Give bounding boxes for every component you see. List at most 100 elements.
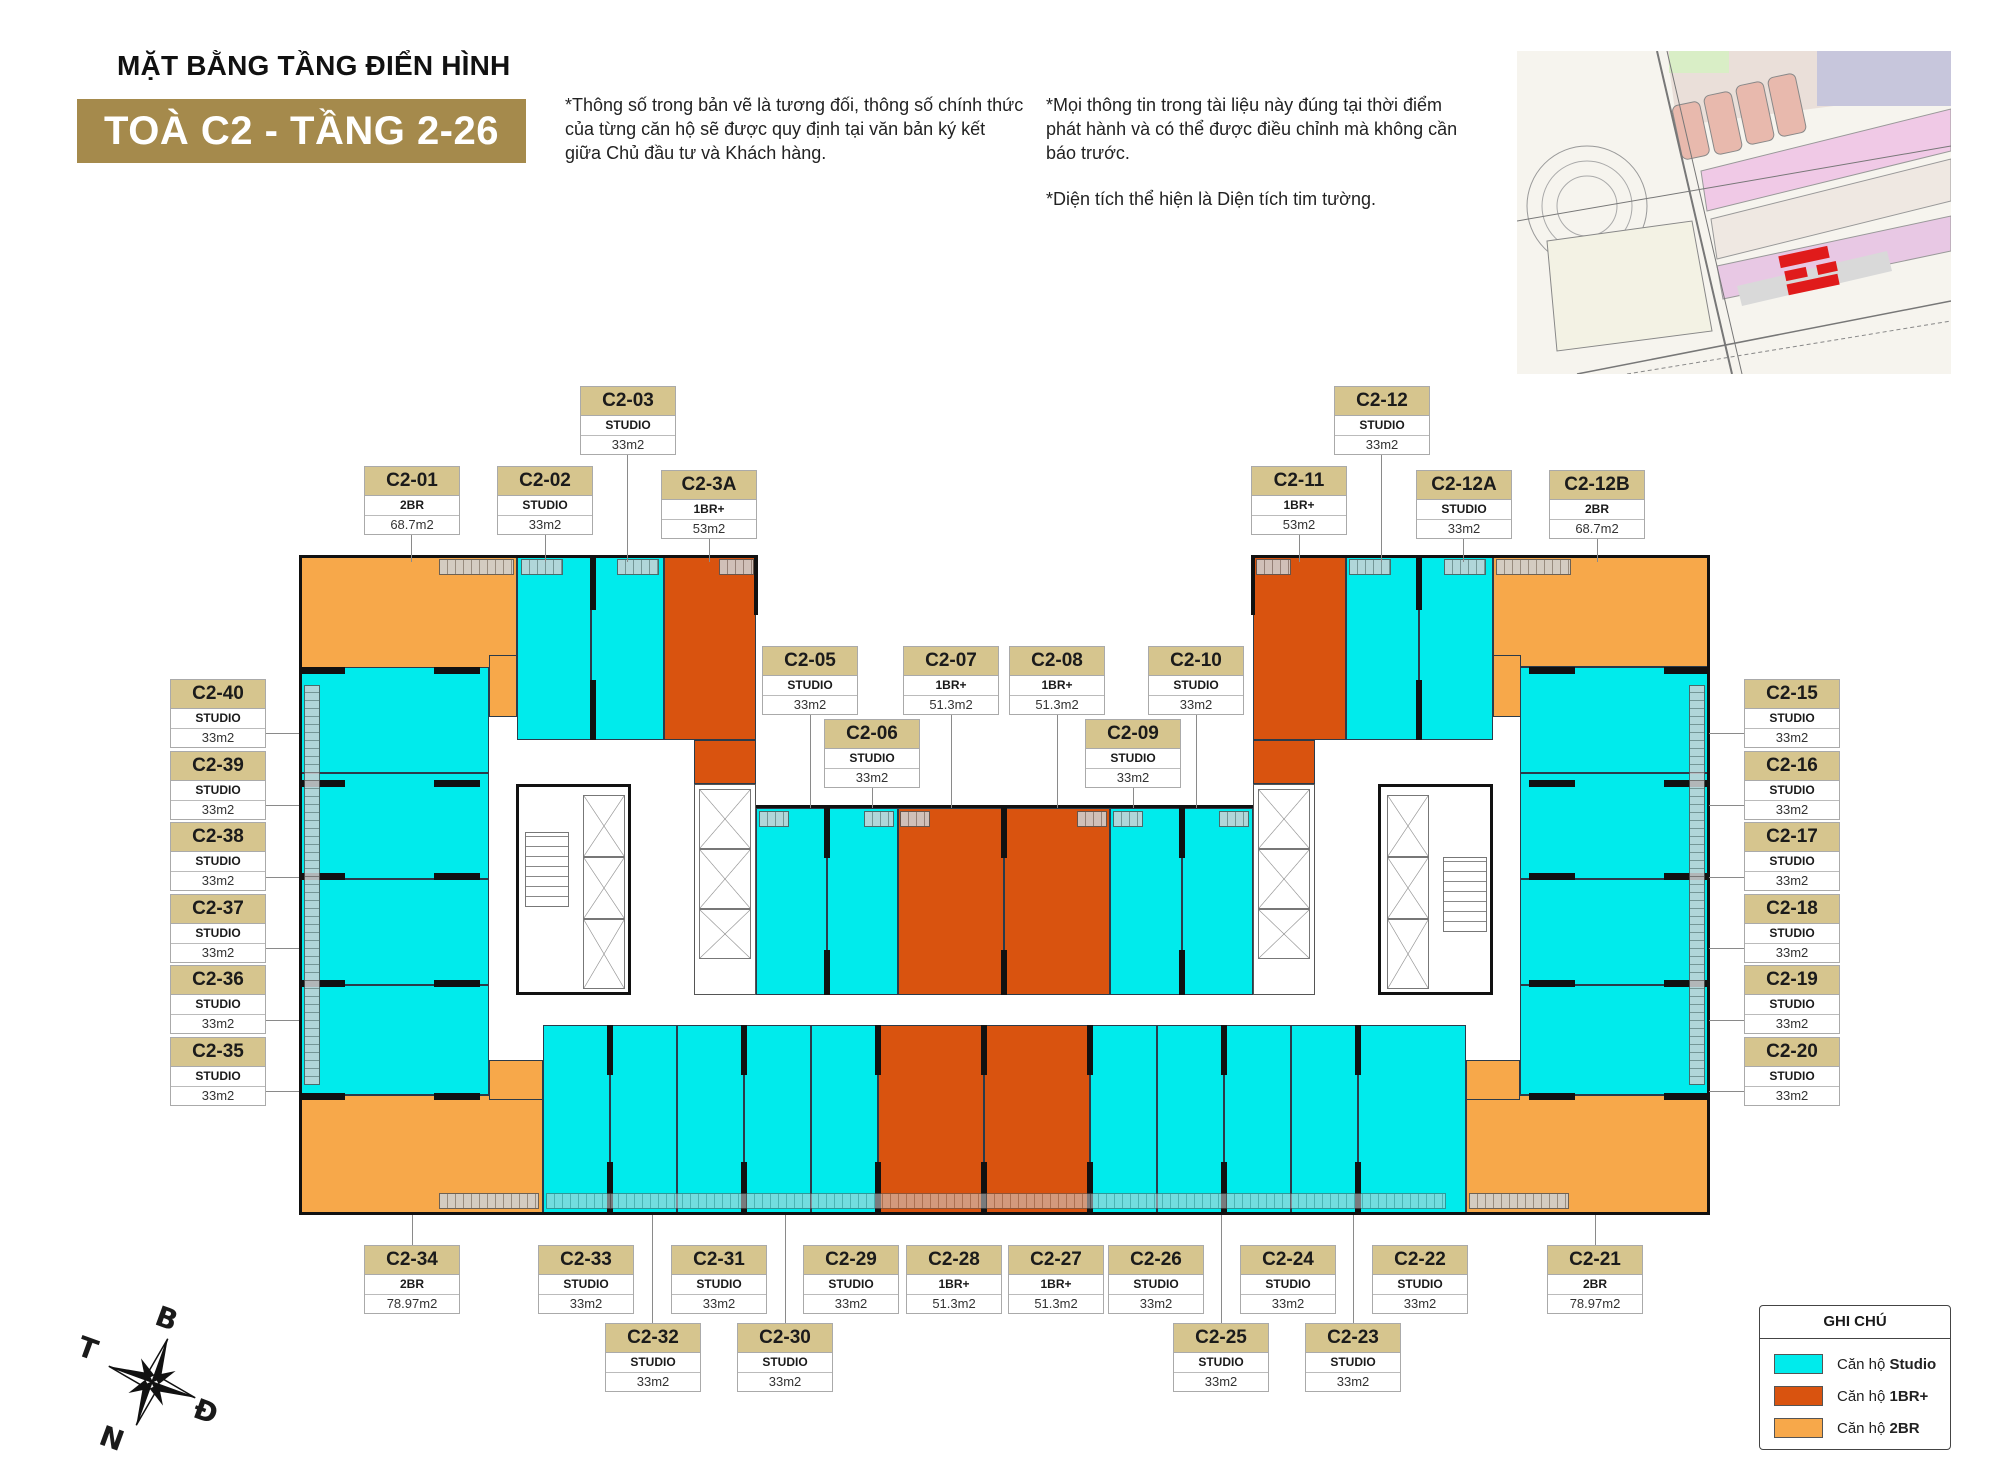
unit-label-c2-33[interactable]: C2-33 STUDIO 33m2 xyxy=(538,1245,634,1314)
unit-c2-35-36-studio[interactable] xyxy=(299,985,489,1095)
unit-area: 53m2 xyxy=(1282,517,1316,532)
unit-c2-28-1br[interactable] xyxy=(878,1025,984,1215)
leader-line xyxy=(627,445,628,562)
balcony xyxy=(1349,559,1391,575)
leader-line xyxy=(1221,1215,1222,1330)
leader-line xyxy=(1133,785,1134,808)
partition xyxy=(1529,873,1575,880)
unit-code: C2-10 xyxy=(1149,647,1243,676)
unit-type: 1BR+ xyxy=(904,676,998,696)
disclaimer-note-right: *Mọi thông tin trong tài liệu này đúng t… xyxy=(1046,93,1476,233)
unit-area: 33m2 xyxy=(1775,945,1809,960)
unit-c2-02-studio[interactable] xyxy=(517,555,591,740)
unit-label-c2-34[interactable]: C2-34 2BR 78.97m2 xyxy=(364,1245,460,1314)
unit-c2-29-studio[interactable] xyxy=(811,1025,878,1215)
unit-c2-22-studio[interactable] xyxy=(1358,1025,1466,1215)
unit-label-c2-17[interactable]: C2-17 STUDIO 33m2 xyxy=(1744,822,1840,891)
unit-label-c2-37[interactable]: C2-37 STUDIO 33m2 xyxy=(170,894,266,963)
unit-c2-10-studio[interactable] xyxy=(1182,808,1253,995)
unit-c2-38-studio[interactable] xyxy=(299,879,489,985)
unit-label-c2-12b[interactable]: C2-12B 2BR 68.7m2 xyxy=(1549,470,1645,539)
unit-label-c2-39[interactable]: C2-39 STUDIO 33m2 xyxy=(170,751,266,820)
balcony xyxy=(439,559,514,575)
unit-label-c2-23[interactable]: C2-23 STUDIO 33m2 xyxy=(1305,1323,1401,1392)
unit-c2-05-studio[interactable] xyxy=(756,808,827,995)
unit-c2-12-studio[interactable] xyxy=(1346,555,1419,740)
unit-c2-31-studio[interactable] xyxy=(677,1025,744,1215)
unit-c2-01-2br[interactable] xyxy=(299,555,517,685)
unit-code: C2-19 xyxy=(1745,966,1839,995)
unit-area: 33m2 xyxy=(793,697,827,712)
unit-label-c2-26[interactable]: C2-26 STUDIO 33m2 xyxy=(1108,1245,1204,1314)
unit-label-c2-18[interactable]: C2-18 STUDIO 33m2 xyxy=(1744,894,1840,963)
unit-c2-30-studio[interactable] xyxy=(744,1025,811,1215)
unit-label-c2-16[interactable]: C2-16 STUDIO 33m2 xyxy=(1744,751,1840,820)
unit-label-c2-02[interactable]: C2-02 STUDIO 33m2 xyxy=(497,466,593,535)
unit-label-c2-38[interactable]: C2-38 STUDIO 33m2 xyxy=(170,822,266,891)
unit-type: STUDIO xyxy=(1373,1275,1467,1295)
unit-c2-09-studio[interactable] xyxy=(1110,808,1182,995)
unit-label-c2-30[interactable]: C2-30 STUDIO 33m2 xyxy=(737,1323,833,1392)
unit-c2-12a-studio[interactable] xyxy=(1419,555,1493,740)
unit-label-c2-11[interactable]: C2-11 1BR+ 53m2 xyxy=(1251,466,1347,535)
unit-label-c2-27[interactable]: C2-27 1BR+ 51.3m2 xyxy=(1008,1245,1104,1314)
unit-c2-18-studio[interactable] xyxy=(1520,879,1710,985)
unit-c2-26-studio[interactable] xyxy=(1090,1025,1157,1215)
unit-area: 33m2 xyxy=(768,1374,802,1389)
unit-label-c2-03[interactable]: C2-03 STUDIO 33m2 xyxy=(580,386,676,455)
unit-c2-27-1br[interactable] xyxy=(984,1025,1090,1215)
unit-label-c2-07[interactable]: C2-07 1BR+ 51.3m2 xyxy=(903,646,999,715)
unit-type: 1BR+ xyxy=(1252,496,1346,516)
unit-c2-24-studio[interactable] xyxy=(1224,1025,1291,1215)
partition xyxy=(1529,667,1575,674)
unit-label-c2-20[interactable]: C2-20 STUDIO 33m2 xyxy=(1744,1037,1840,1106)
unit-c2-23-studio[interactable] xyxy=(1291,1025,1358,1215)
unit-area: 33m2 xyxy=(834,1296,868,1311)
unit-code: C2-05 xyxy=(763,647,857,676)
unit-area: 33m2 xyxy=(1775,1088,1809,1103)
unit-c2-3a-1br[interactable] xyxy=(664,555,756,740)
unit-c2-39-studio[interactable] xyxy=(299,773,489,879)
unit-c2-25-studio[interactable] xyxy=(1157,1025,1224,1215)
unit-label-c2-40[interactable]: C2-40 STUDIO 33m2 xyxy=(170,679,266,748)
unit-label-c2-09[interactable]: C2-09 STUDIO 33m2 xyxy=(1085,719,1181,788)
unit-label-c2-28[interactable]: C2-28 1BR+ 51.3m2 xyxy=(906,1245,1002,1314)
unit-label-c2-22[interactable]: C2-22 STUDIO 33m2 xyxy=(1372,1245,1468,1314)
unit-label-c2-32[interactable]: C2-32 STUDIO 33m2 xyxy=(605,1323,701,1392)
unit-label-c2-24[interactable]: C2-24 STUDIO 33m2 xyxy=(1240,1245,1336,1314)
unit-label-c2-01[interactable]: C2-01 2BR 68.7m2 xyxy=(364,466,460,535)
unit-c2-07-1br[interactable] xyxy=(898,808,1004,995)
unit-c2-40-studio[interactable] xyxy=(299,667,489,773)
partition xyxy=(434,667,480,674)
unit-label-c2-19[interactable]: C2-19 STUDIO 33m2 xyxy=(1744,965,1840,1034)
unit-label-c2-12[interactable]: C2-12 STUDIO 33m2 xyxy=(1334,386,1430,455)
unit-label-c2-08[interactable]: C2-08 1BR+ 51.3m2 xyxy=(1009,646,1105,715)
unit-c2-03-studio[interactable] xyxy=(591,555,664,740)
unit-label-c2-05[interactable]: C2-05 STUDIO 33m2 xyxy=(762,646,858,715)
unit-label-c2-35[interactable]: C2-35 STUDIO 33m2 xyxy=(170,1037,266,1106)
unit-label-c2-15[interactable]: C2-15 STUDIO 33m2 xyxy=(1744,679,1840,748)
unit-c2-11-1br[interactable] xyxy=(1253,555,1346,740)
unit-c2-06-studio[interactable] xyxy=(827,808,898,995)
unit-label-c2-06[interactable]: C2-06 STUDIO 33m2 xyxy=(824,719,920,788)
unit-c2-08-1br[interactable] xyxy=(1004,808,1110,995)
unit-label-c2-21[interactable]: C2-21 2BR 78.97m2 xyxy=(1547,1245,1643,1314)
unit-c2-33-studio[interactable] xyxy=(543,1025,610,1215)
unit-label-c2-29[interactable]: C2-29 STUDIO 33m2 xyxy=(803,1245,899,1314)
unit-area: 33m2 xyxy=(636,1374,670,1389)
unit-c2-16-17-studio[interactable] xyxy=(1520,773,1710,879)
unit-area: 68.7m2 xyxy=(390,517,434,532)
unit-label-c2-25[interactable]: C2-25 STUDIO 33m2 xyxy=(1173,1323,1269,1392)
unit-label-c2-3a[interactable]: C2-3A 1BR+ 53m2 xyxy=(661,470,757,539)
leader-line xyxy=(266,948,299,949)
unit-c2-32-studio[interactable] xyxy=(610,1025,677,1215)
unit-label-c2-12a[interactable]: C2-12A STUDIO 33m2 xyxy=(1416,470,1512,539)
legend-swatch-1br xyxy=(1774,1386,1823,1406)
unit-area: 53m2 xyxy=(692,521,726,536)
unit-code: C2-31 xyxy=(672,1246,766,1275)
unit-c2-15-studio[interactable] xyxy=(1520,667,1710,773)
unit-label-c2-31[interactable]: C2-31 STUDIO 33m2 xyxy=(671,1245,767,1314)
unit-label-c2-36[interactable]: C2-36 STUDIO 33m2 xyxy=(170,965,266,1034)
unit-c2-19-20-studio[interactable] xyxy=(1520,985,1710,1095)
unit-label-c2-10[interactable]: C2-10 STUDIO 33m2 xyxy=(1148,646,1244,715)
